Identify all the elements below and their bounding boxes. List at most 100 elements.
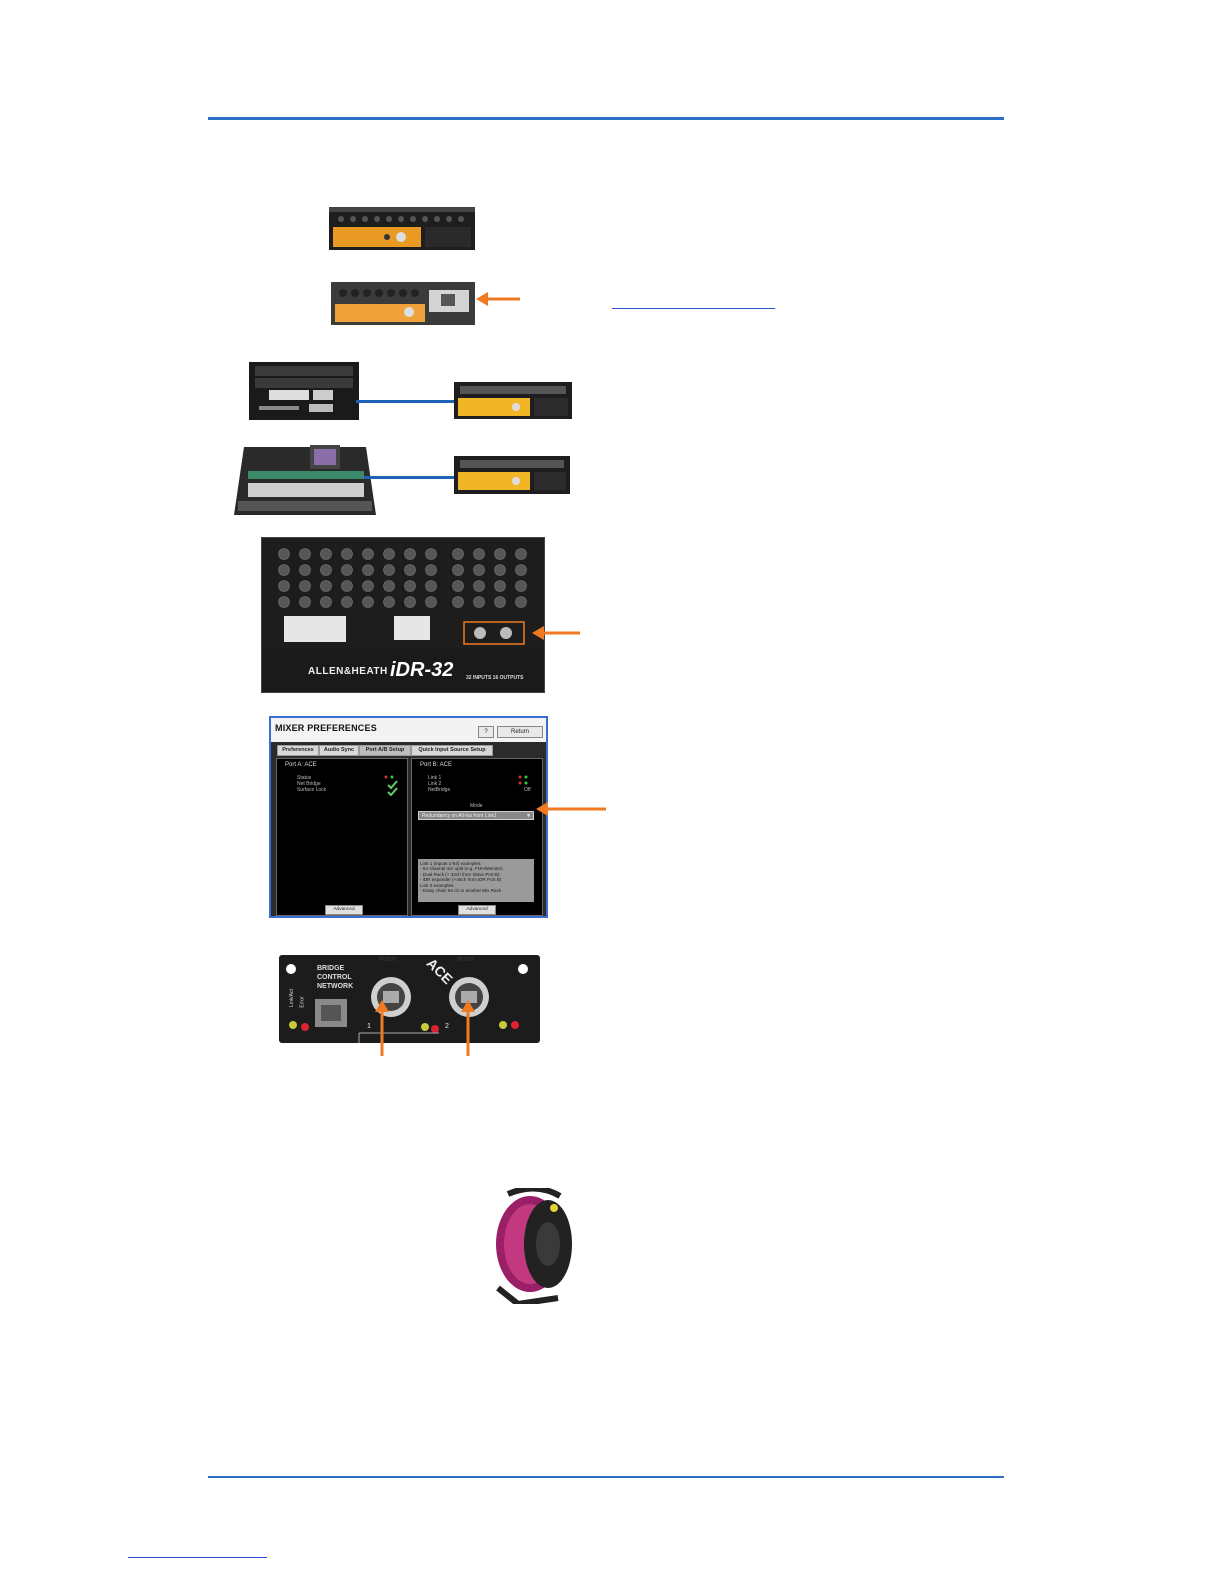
port-2-label: 2: [445, 1023, 449, 1030]
xlr-socket: [320, 580, 332, 592]
xlr-socket: [452, 564, 464, 576]
ace-card-image: BRIDGE CONTROL NETWORK ACE PUSH PUSH 1 2…: [279, 955, 540, 1043]
xlr-socket: [452, 580, 464, 592]
port-b-title: Port B: ACE: [420, 762, 453, 768]
info-line: Link 2 examples:: [420, 882, 455, 888]
expander-rack-image-4: [454, 456, 570, 494]
xlr-socket: [278, 548, 290, 560]
xlr-socket: [494, 548, 506, 560]
xlr-socket: [473, 596, 485, 608]
link-led-icon: [518, 775, 528, 785]
mixrack-image: [249, 362, 359, 420]
footer-hyperlink-underline[interactable]: [128, 1557, 267, 1558]
help-button[interactable]: ?: [478, 726, 494, 738]
tab-quick-input-source-setup[interactable]: Quick Input Source Setup: [411, 745, 493, 756]
network-label: NETWORK: [317, 983, 354, 990]
xlr-socket: [341, 548, 353, 560]
mode-dropdown[interactable]: Redundancy on All-Ins from Link1 ▼: [418, 811, 534, 820]
xlr-socket: [404, 580, 416, 592]
xlr-socket: [515, 548, 527, 560]
xlr-socket: [383, 564, 395, 576]
xlr-socket: [515, 580, 527, 592]
cable-drum-image: [496, 1188, 572, 1304]
netbridge-value: Off: [524, 787, 531, 793]
xlr-socket: [320, 564, 332, 576]
port-1-label: 1: [367, 1023, 371, 1030]
xlr-socket: [362, 596, 374, 608]
error-label: Error: [299, 996, 306, 1008]
xlr-socket: [452, 596, 464, 608]
chevron-down-icon: ▼: [526, 813, 531, 819]
arrow-icon-2: [532, 626, 580, 640]
dialog-titlebar: MIXER PREFERENCES ? Return: [271, 718, 546, 742]
xlr-socket: [278, 580, 290, 592]
xlr-socket: [404, 596, 416, 608]
xlr-socket: [425, 580, 437, 592]
mode-label: Mode: [470, 803, 483, 809]
tab-port-ab-setup[interactable]: Port A/B Setup: [359, 745, 411, 756]
status-led-icon: [384, 775, 398, 796]
expander-rack-image-3: [454, 382, 572, 419]
port-a-pane: Port A: ACE Status Net Bridge Surface Lo…: [276, 758, 408, 916]
surface-lock-label: Surface Lock: [297, 787, 327, 793]
port-a-advanced-button[interactable]: Advanced: [325, 905, 363, 915]
xlr-socket: [299, 580, 311, 592]
tab-preferences[interactable]: Preferences: [277, 745, 319, 756]
xlr-socket: [299, 548, 311, 560]
net-bridge-label: Net Bridge: [297, 781, 321, 787]
xlr-socket: [425, 548, 437, 560]
mode-info-box: Link 1 (inputs 1-64) examples: - 64 chan…: [418, 859, 534, 902]
tab-audio-sync[interactable]: Audio Sync: [319, 745, 359, 756]
xlr-socket: [494, 580, 506, 592]
dialog-title: MIXER PREFERENCES: [275, 723, 377, 733]
xlr-socket: [299, 564, 311, 576]
xlr-socket: [473, 580, 485, 592]
link2-label: Link 2: [428, 781, 442, 787]
xlr-socket: [299, 596, 311, 608]
idr32-model: iDR-32: [390, 659, 454, 681]
push-label-1: PUSH: [379, 957, 396, 963]
mode-value: Redundancy on All-Ins from Link1: [422, 813, 497, 819]
mixing-surface-image: [234, 445, 376, 515]
xlr-socket: [473, 548, 485, 560]
xlr-socket: [404, 564, 416, 576]
arrow-icon-3: [536, 802, 606, 816]
mixer-preferences-dialog: MIXER PREFERENCES ? Return Preferences A…: [269, 716, 548, 918]
info-line: - Daisy chain 64 ch to another Mix Rack: [420, 888, 502, 894]
push-label-2: PUSH: [457, 957, 474, 963]
xlr-socket: [494, 596, 506, 608]
info-line: - iDR expander (+48ch from iDR Port B): [420, 877, 502, 883]
info-line: - Dual Rack (+ 32ch from Slave Port B): [420, 871, 500, 877]
expander-rack-image-2: [331, 282, 475, 325]
arrow-icon-5: [461, 1000, 475, 1056]
port-b-advanced-button[interactable]: Advanced: [458, 905, 496, 915]
xlr-socket: [362, 564, 374, 576]
control-label: CONTROL: [317, 974, 352, 981]
connection-line: [356, 400, 456, 403]
xlr-socket: [383, 596, 395, 608]
xlr-socket: [320, 596, 332, 608]
xlr-socket: [320, 548, 332, 560]
xlr-socket: [404, 548, 416, 560]
xlr-socket: [278, 564, 290, 576]
idr32-brand: ALLEN&HEATH: [308, 666, 388, 677]
xlr-socket: [278, 596, 290, 608]
arrow-icon: [476, 292, 520, 306]
xlr-socket: [383, 548, 395, 560]
xlr-socket: [341, 580, 353, 592]
xlr-socket: [341, 564, 353, 576]
xlr-socket: [452, 548, 464, 560]
arrow-icon-4: [375, 1000, 389, 1056]
footer-rule: [208, 1476, 1004, 1478]
xlr-socket: [362, 580, 374, 592]
xlr-socket: [494, 564, 506, 576]
hyperlink-underline[interactable]: [612, 308, 775, 309]
header-rule: [208, 117, 1004, 120]
netbridge-label: NetBridge: [428, 787, 451, 793]
connection-line-2: [364, 476, 456, 479]
bridge-label: BRIDGE: [317, 965, 345, 972]
xlr-socket: [362, 548, 374, 560]
expander-rack-image: [329, 207, 475, 250]
return-button[interactable]: Return: [497, 726, 543, 738]
link1-label: Link 1: [428, 775, 442, 781]
